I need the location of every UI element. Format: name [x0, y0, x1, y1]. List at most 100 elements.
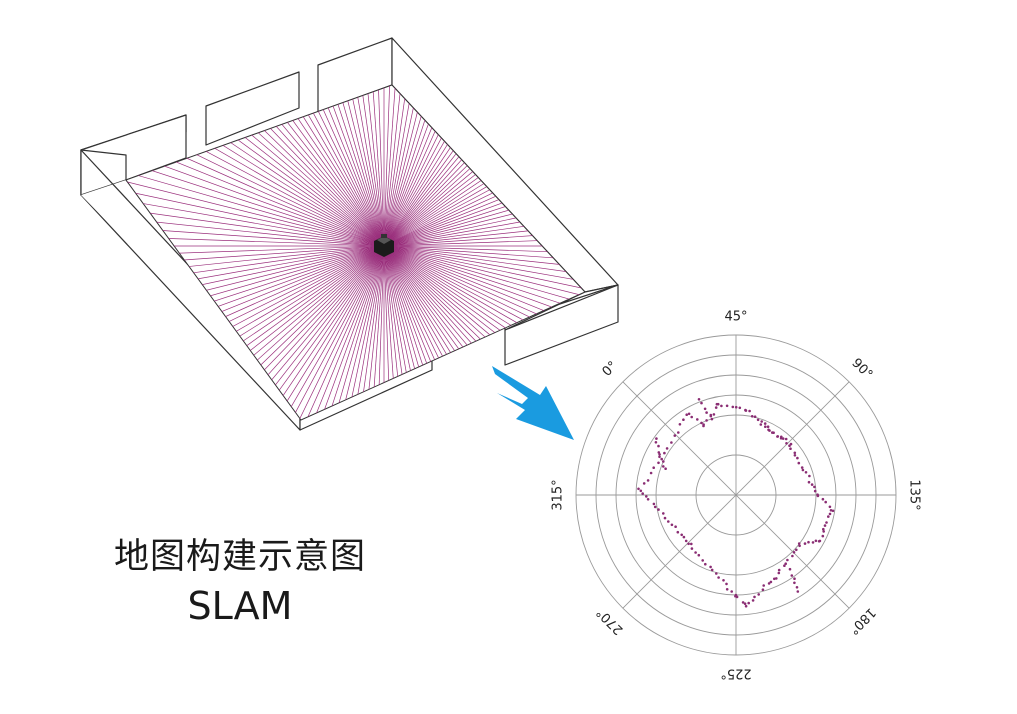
scan-point	[812, 541, 815, 544]
scan-point	[700, 402, 703, 405]
scan-point	[752, 599, 755, 602]
scan-point	[747, 602, 750, 605]
polar-angle-label: 45°	[724, 310, 747, 325]
scan-point	[798, 545, 801, 548]
scan-point	[832, 510, 835, 513]
caption-title: 地图构建示意图	[60, 528, 420, 579]
scan-point	[671, 524, 674, 527]
scan-point	[710, 414, 713, 417]
scan-point	[829, 506, 832, 509]
scan-point	[735, 594, 738, 597]
scan-point	[688, 413, 691, 416]
scan-point	[664, 467, 667, 470]
scan-point	[698, 554, 701, 557]
scan-point	[735, 406, 738, 409]
scan-point	[789, 568, 792, 571]
scan-point	[682, 418, 685, 421]
scan-point	[647, 479, 650, 482]
scan-point	[657, 445, 660, 448]
scan-point	[824, 524, 827, 527]
scan-point	[768, 582, 771, 585]
scan-point	[716, 403, 719, 406]
scan-point	[796, 586, 799, 589]
scan-point	[670, 441, 673, 444]
scan-point	[762, 584, 765, 587]
scan-point	[643, 482, 646, 485]
scan-point	[829, 513, 832, 516]
scan-point	[739, 407, 742, 410]
scan-point	[797, 590, 800, 593]
scan-point	[704, 563, 707, 566]
scan-point	[824, 501, 827, 504]
scan-point	[679, 423, 682, 426]
scan-point	[658, 456, 661, 459]
scan-point	[726, 588, 729, 591]
scan-point	[813, 486, 816, 489]
scan-point	[645, 495, 648, 498]
scan-point	[655, 437, 658, 440]
polar-angle-label: 135°	[907, 479, 922, 510]
scan-point	[782, 437, 785, 440]
scan-point	[777, 435, 780, 438]
scan-point	[808, 475, 811, 478]
scan-point	[700, 422, 703, 425]
polar-angle-label: 180°	[845, 604, 878, 637]
scan-point	[653, 503, 656, 506]
scan-point	[662, 465, 665, 468]
scan-point	[807, 541, 810, 544]
polar-angle-label: 90°	[848, 356, 875, 383]
scan-point	[705, 411, 708, 414]
scan-point	[794, 454, 797, 457]
scan-point	[802, 469, 805, 472]
scan-point	[827, 515, 830, 518]
scan-point	[791, 555, 794, 558]
scan-point	[732, 406, 735, 409]
scan-point	[745, 409, 748, 412]
scan-point	[764, 422, 767, 425]
scan-point	[650, 472, 653, 475]
scan-point	[778, 569, 781, 572]
scan-point	[725, 583, 728, 586]
scan-point	[687, 543, 690, 546]
scan-point	[822, 528, 825, 531]
scan-point	[762, 588, 765, 591]
scan-point	[789, 447, 792, 450]
scan-point	[804, 542, 807, 545]
scan-point	[711, 418, 714, 421]
scan-point	[680, 534, 683, 537]
scan-point	[786, 559, 789, 562]
scan-point	[696, 418, 699, 421]
scan-point	[720, 405, 723, 408]
polar-angle-label: 225°	[720, 666, 751, 681]
scan-point	[822, 530, 825, 533]
scan-point	[657, 508, 660, 511]
scan-point	[815, 540, 818, 543]
scan-point	[751, 415, 754, 418]
scan-point	[798, 542, 801, 545]
scan-point	[771, 431, 774, 434]
scan-point	[711, 569, 714, 572]
scan-point	[698, 398, 701, 401]
scan-point	[778, 572, 781, 575]
scan-point	[666, 447, 669, 450]
down-right-arrow-icon	[492, 366, 574, 440]
scan-point	[664, 517, 667, 520]
polar-angle-label: 315°	[551, 479, 566, 510]
scan-point	[811, 483, 814, 486]
scan-point	[663, 452, 666, 455]
scan-point	[742, 601, 745, 604]
scan-point	[726, 405, 729, 408]
scan-point	[715, 406, 718, 409]
scan-point	[702, 425, 705, 428]
scan-point	[715, 572, 718, 575]
scan-point	[722, 579, 725, 582]
scan-point	[822, 498, 825, 501]
scan-point	[660, 458, 663, 461]
scan-point	[801, 466, 804, 469]
polar-angle-label: 270°	[594, 604, 627, 637]
scan-point	[780, 436, 783, 439]
scan-point	[690, 416, 693, 419]
scan-point	[794, 452, 797, 455]
scan-point	[705, 419, 708, 422]
scan-point	[805, 471, 808, 474]
